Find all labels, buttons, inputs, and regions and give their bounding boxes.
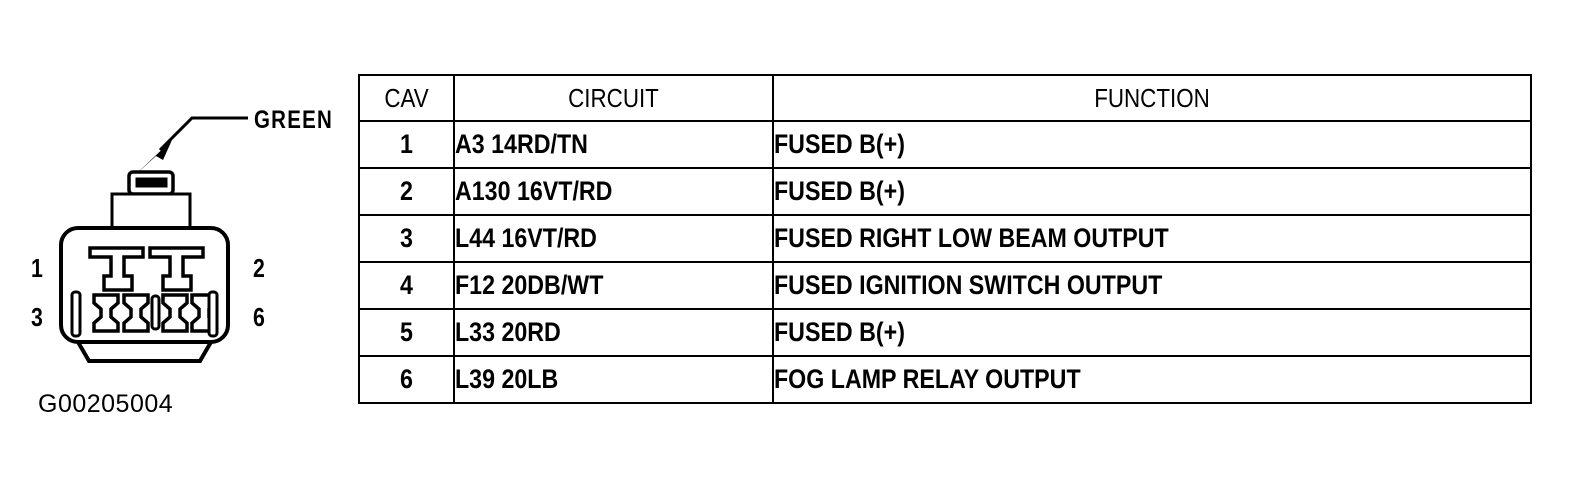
cav-value: 4: [400, 270, 413, 300]
cell-cav: 6: [358, 355, 455, 404]
cavity-t-left: [88, 246, 145, 292]
column-header-circuit-label: CIRCUIT: [568, 82, 659, 113]
callout-label-green: GREEN: [254, 106, 334, 134]
pin-number-6: 6: [253, 302, 265, 332]
cell-cav: 2: [358, 167, 455, 216]
figure-caption: G00205004: [38, 390, 174, 418]
cell-cav: 5: [358, 308, 455, 357]
circuit-value: L33 20RD: [455, 317, 561, 347]
cell-circuit: L39 20LB: [453, 355, 774, 404]
column-header-cav: CAV: [358, 74, 455, 122]
keyway-slot-right: [207, 290, 219, 338]
column-header-function: FUNCTION: [772, 74, 1532, 122]
connector-skirt: [74, 340, 215, 363]
cell-circuit: L33 20RD: [453, 308, 774, 357]
cell-function: FUSED B(+): [772, 167, 1532, 216]
cavity-t-right: [148, 246, 205, 292]
cell-function: FUSED RIGHT LOW BEAM OUTPUT: [772, 214, 1532, 263]
table-row: 3 L44 16VT/RD FUSED RIGHT LOW BEAM OUTPU…: [358, 214, 1532, 263]
function-value: FUSED B(+): [774, 317, 905, 347]
table-row: 5 L33 20RD FUSED B(+): [358, 308, 1532, 357]
function-value: FUSED B(+): [774, 129, 905, 159]
table-row: 4 F12 20DB/WT FUSED IGNITION SWITCH OUTP…: [358, 261, 1532, 310]
circuit-value: L39 20LB: [455, 364, 559, 394]
circuit-value: L44 16VT/RD: [455, 223, 597, 253]
cell-function: FUSED B(+): [772, 120, 1532, 169]
table-row: 1 A3 14RD/TN FUSED B(+): [358, 120, 1532, 169]
latch-tab: [127, 170, 175, 196]
cell-cav: 4: [358, 261, 455, 310]
cell-cav: 1: [358, 120, 455, 169]
table-row: 6 L39 20LB FOG LAMP RELAY OUTPUT: [358, 355, 1532, 404]
cavity-i-1: [92, 293, 120, 333]
callout-leader-line: [158, 116, 248, 152]
cav-value: 1: [400, 129, 413, 159]
pinout-table: CAV CIRCUIT FUNCTION 1 A3 14RD/TN FU: [358, 74, 1532, 404]
table-header-row: CAV CIRCUIT FUNCTION: [358, 74, 1532, 122]
cell-cav: 3: [358, 214, 455, 263]
cell-function: FUSED B(+): [772, 308, 1532, 357]
pin-number-1: 1: [31, 253, 43, 283]
pinout-table-container: CAV CIRCUIT FUNCTION 1 A3 14RD/TN FU: [358, 74, 1532, 404]
cell-circuit: A3 14RD/TN: [453, 120, 774, 169]
table-row: 2 A130 16VT/RD FUSED B(+): [358, 167, 1532, 216]
cav-value: 5: [400, 317, 413, 347]
callout-arrowhead: [134, 140, 172, 176]
connector-diagram: [59, 116, 248, 363]
circuit-value: F12 20DB/WT: [455, 270, 604, 300]
connector-figure: GREEN 1 3 2 6 G00205004: [0, 0, 350, 493]
cell-function: FOG LAMP RELAY OUTPUT: [772, 355, 1532, 404]
cavity-i-2: [122, 293, 150, 333]
keyway-slot-center: [150, 294, 161, 331]
cavity-i-3: [161, 293, 189, 333]
pin-number-2: 2: [253, 253, 265, 283]
column-header-circuit: CIRCUIT: [453, 74, 774, 122]
cav-value: 3: [400, 223, 413, 253]
function-value: FUSED B(+): [774, 176, 905, 206]
cell-function: FUSED IGNITION SWITCH OUTPUT: [772, 261, 1532, 310]
cell-circuit: A130 16VT/RD: [453, 167, 774, 216]
keyway-slot-left: [70, 290, 82, 338]
column-header-function-label: FUNCTION: [1094, 82, 1210, 113]
circuit-value: A3 14RD/TN: [455, 129, 588, 159]
cav-value: 2: [400, 176, 413, 206]
cell-circuit: L44 16VT/RD: [453, 214, 774, 263]
circuit-value: A130 16VT/RD: [455, 176, 613, 206]
column-header-cav-label: CAV: [384, 82, 429, 113]
pin-number-3: 3: [31, 302, 43, 332]
cell-circuit: F12 20DB/WT: [453, 261, 774, 310]
function-value: FUSED RIGHT LOW BEAM OUTPUT: [774, 223, 1169, 253]
function-value: FOG LAMP RELAY OUTPUT: [774, 364, 1081, 394]
function-value: FUSED IGNITION SWITCH OUTPUT: [774, 270, 1163, 300]
cav-value: 6: [400, 364, 413, 394]
